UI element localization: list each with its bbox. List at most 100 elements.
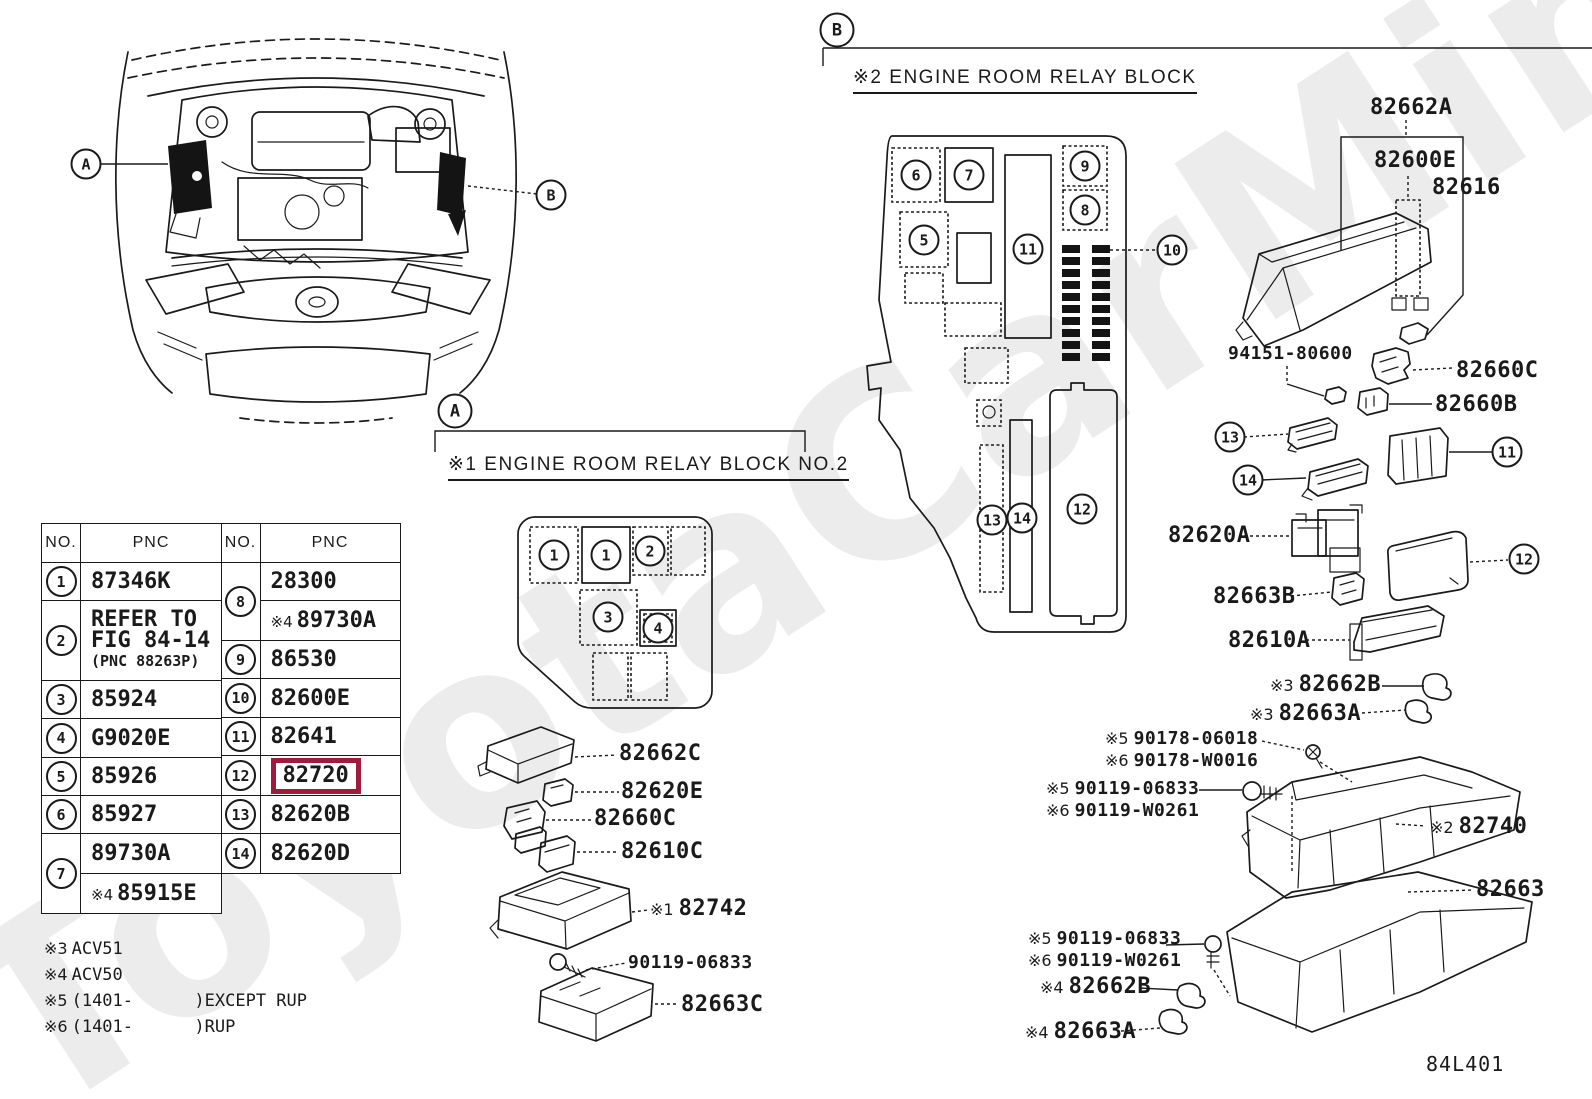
pnc-cell[interactable]: 85926	[80, 757, 222, 796]
callout-14-exploded: 14	[1232, 464, 1264, 496]
pnc-cell[interactable]: 82620B	[259, 795, 401, 834]
exploded-parts-middle	[477, 726, 679, 1042]
callout-7-blockb: 7	[953, 159, 985, 191]
col-header-pnc: PNC	[80, 523, 222, 563]
callout-a-car: A	[70, 148, 102, 180]
pnc-cell[interactable]: 28300	[259, 562, 401, 601]
pnc-cell[interactable]: 82641	[259, 717, 401, 756]
row-no: 10	[220, 678, 261, 718]
pnc-cell[interactable]: 86530	[259, 640, 401, 679]
callout-2-block2: 2	[634, 535, 666, 567]
exploded-parts-right	[1120, 120, 1533, 1035]
callout-11-exploded: 11	[1491, 436, 1523, 468]
car-engine-bay-illustration	[100, 38, 538, 424]
pnc-cell[interactable]: 85924	[80, 680, 222, 719]
row-no: 8	[220, 562, 261, 641]
callout-13-blockb: 13	[976, 504, 1008, 536]
col-header-pnc: PNC	[259, 523, 401, 563]
part-label-82660C-mid[interactable]: 82660C	[594, 806, 677, 831]
row-no: 11	[220, 717, 261, 756]
callout-11-blockb: 11	[1012, 233, 1044, 265]
callout-5-blockb: 5	[908, 224, 940, 256]
pnc-table-left: NO. PNC 1 87346K 2 REFER TO FIG 84-14 (P…	[41, 523, 222, 914]
section-a-bracket	[434, 430, 806, 452]
row-no: 12	[220, 755, 261, 796]
pnc-cell[interactable]: 85927	[80, 795, 222, 834]
callout-14-blockb: 14	[1006, 502, 1038, 534]
part-label-82663B[interactable]: 82663B	[1213, 584, 1296, 609]
row-no: 14	[220, 833, 261, 874]
row-no: 1	[41, 562, 81, 601]
callout-6-blockb: 6	[900, 159, 932, 191]
pnc-cell[interactable]: 82620D	[259, 833, 401, 874]
section-a-title: ※1 ENGINE ROOM RELAY BLOCK NO.2	[448, 453, 849, 481]
pnc-cell[interactable]: 87346K	[80, 562, 222, 601]
part-label-82662A[interactable]: 82662A	[1370, 95, 1453, 120]
pnc-cell[interactable]: G9020E	[80, 718, 222, 758]
col-header-no: NO.	[220, 523, 261, 563]
part-label-82660B[interactable]: 82660B	[1435, 392, 1518, 417]
callout-8-blockb: 8	[1069, 194, 1101, 226]
part-label-90119-06833-mid[interactable]: 90119-06833	[628, 952, 753, 973]
part-label-82610A[interactable]: 82610A	[1228, 628, 1311, 653]
section-b-rule	[822, 47, 1592, 66]
relay-block-location-b	[437, 152, 466, 216]
pnc-cell[interactable]: REFER TO FIG 84-14 (PNC 88263P)	[80, 600, 222, 681]
row-no: 2	[41, 600, 81, 681]
callout-3-block2: 3	[592, 601, 624, 633]
figure-code: 84L401	[1426, 1052, 1505, 1076]
part-label-82600E[interactable]: 82600E	[1374, 148, 1457, 173]
pnc-cell[interactable]: 82600E	[259, 678, 401, 718]
part-label-82663[interactable]: 82663	[1476, 877, 1545, 902]
part-label-82616[interactable]: 82616	[1432, 175, 1501, 200]
callout-12-exploded: 12	[1508, 543, 1540, 575]
callout-b-section: B	[819, 12, 855, 48]
pnc-cell-highlighted[interactable]: 82720	[259, 755, 401, 796]
callout-13-exploded: 13	[1214, 421, 1246, 453]
relay-block-b-diagram	[866, 135, 1158, 633]
part-label-82663C[interactable]: 82663C	[681, 992, 764, 1017]
part-label-82662C[interactable]: 82662C	[619, 741, 702, 766]
row-no: 3	[41, 680, 81, 719]
callout-b-car: B	[535, 179, 567, 211]
row-no: 7	[41, 833, 81, 914]
row-no: 9	[220, 640, 261, 679]
callout-a-section: A	[437, 393, 473, 429]
part-label-94151-80600[interactable]: 94151-80600	[1228, 343, 1353, 364]
section-b-title: ※2 ENGINE ROOM RELAY BLOCK	[853, 66, 1197, 94]
row-no: 6	[41, 795, 81, 834]
pnc-cell[interactable]: 89730A	[80, 833, 222, 874]
footnote: ※5(1401- )EXCEPT RUP	[44, 991, 307, 1011]
part-label-82660C[interactable]: 82660C	[1456, 358, 1539, 383]
callout-9-blockb: 9	[1069, 150, 1101, 182]
footnote: ※6(1401- )RUP	[44, 1017, 236, 1037]
callout-10-blockb: 10	[1156, 234, 1188, 266]
callout-1b-block2: 1	[590, 539, 622, 571]
row-no: 5	[41, 757, 81, 796]
relay-block-location-a	[168, 140, 212, 214]
highlight-box: 82720	[270, 757, 361, 794]
part-label-82610C[interactable]: 82610C	[621, 839, 704, 864]
part-label-82620A[interactable]: 82620A	[1168, 523, 1251, 548]
part-label-82620E[interactable]: 82620E	[621, 779, 704, 804]
